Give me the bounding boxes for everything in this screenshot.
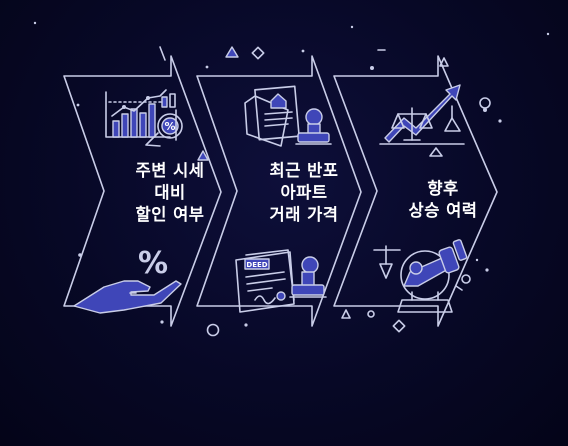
property-document-icon [244,85,300,147]
step-2-line-2: 아파트 [280,183,328,202]
percent-icon: % [138,246,168,281]
stamp-icon-2 [289,256,327,298]
step-1-label: 주변 시세 대비 할인 여부 [110,160,230,226]
step-chevron-3 [333,55,498,327]
step-1-line-3: 할인 여부 [135,205,205,224]
step-3-line-1: 향후 [427,179,459,198]
svg-text:%: % [164,120,175,133]
deed-document-icon: DEED [235,249,295,313]
deed-label: DEED [246,261,267,269]
step-2-label: 최근 반포 아파트 거래 가격 [244,160,364,226]
background-decorations [33,21,550,337]
step-3-label: 향후 상승 여력 [383,178,503,222]
step-3-line-2: 상승 여력 [408,201,478,220]
step-chevron-2 [196,55,362,327]
step-1-line-1: 주변 시세 [135,161,205,180]
step-2-line-3: 거래 가격 [269,205,339,224]
telescope-icon [373,239,468,313]
hand-icon [73,280,182,314]
step-1-line-2: 대비 [154,183,186,202]
step-chevron-1 [63,55,222,327]
step-2-line-1: 최근 반포 [269,161,339,180]
percent-coin-icon: % [145,93,183,147]
stamp-icon [295,108,332,145]
svg-text:%: % [138,246,168,281]
bar-chart-icon [105,89,171,138]
scale-icon [391,105,461,157]
